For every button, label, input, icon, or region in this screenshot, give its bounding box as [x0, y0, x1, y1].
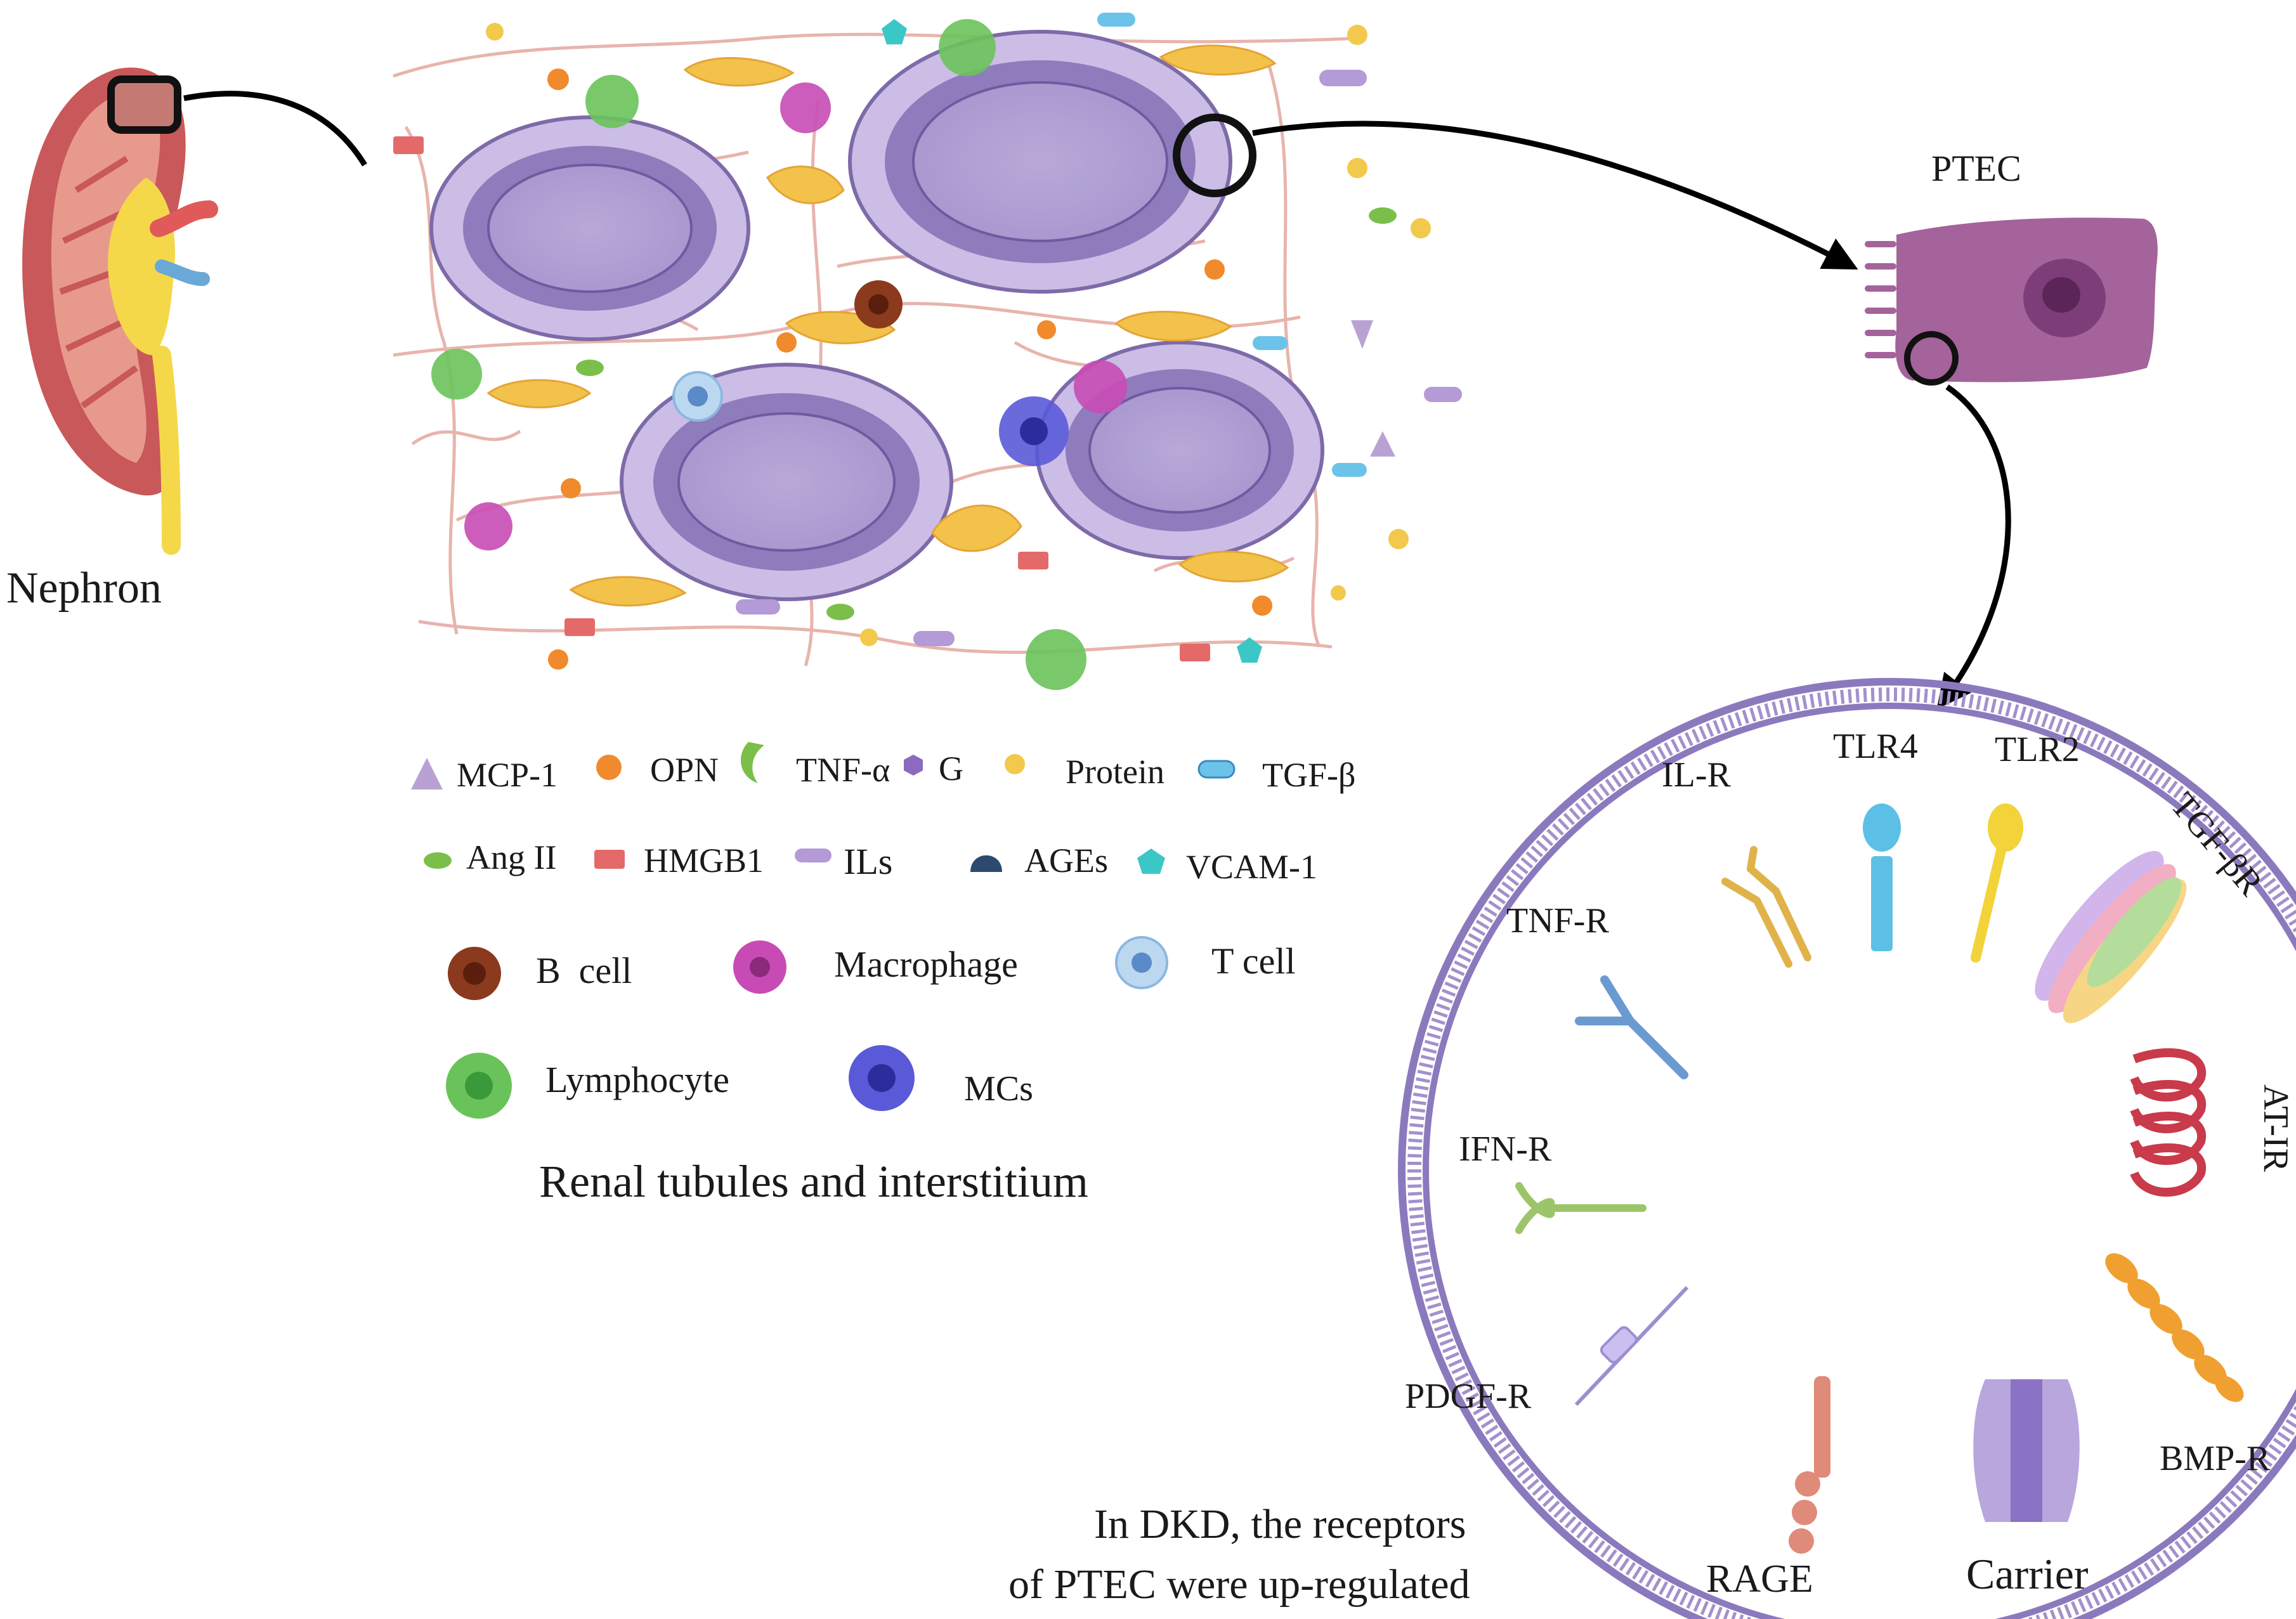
tlr4-label: TLR4	[1833, 727, 1918, 766]
tlr4-receptor	[1863, 803, 1901, 951]
at-1r-receptor	[2130, 1048, 2207, 1197]
t-cell-legend-icon	[1115, 936, 1168, 989]
ptec-cell	[1865, 218, 2158, 386]
tnf-r-receptor	[1575, 975, 1688, 1079]
rage-label: RAGE	[1706, 1557, 1813, 1601]
macrophage-legend-icon	[733, 940, 786, 994]
cell-membrane-ring	[1398, 678, 2296, 1619]
carrier-protein	[1973, 1379, 2080, 1522]
tissue-t-cell	[672, 371, 723, 422]
tubule-3	[620, 363, 953, 601]
tgf-beta-r-receptor	[2035, 850, 2187, 1024]
ptec-to-membrane-arrow	[1936, 384, 2011, 710]
macrophage-legend-label: Macrophage	[834, 944, 1018, 985]
t-cell-legend-label: T cell	[1211, 940, 1296, 982]
tissue-caption: Renal tubules and interstitium	[539, 1156, 1088, 1207]
hmgb1-legend-icon	[594, 850, 625, 869]
tubule-1	[429, 115, 750, 341]
ang-ii-legend-icon	[424, 852, 452, 869]
ages-legend-label: AGEs	[1024, 842, 1108, 880]
protein-legend-icon	[1005, 754, 1025, 774]
mcp-1-legend-icon	[411, 758, 443, 790]
b-cell-legend-icon	[448, 947, 501, 1000]
tlr2-label: TLR2	[1995, 730, 2080, 769]
vcam-1-legend-icon	[1137, 849, 1165, 874]
tissue-region	[393, 13, 1462, 690]
carrier-label: Carrier	[1966, 1550, 2089, 1598]
hmgb1-legend-label: HMGB1	[644, 842, 764, 880]
ptec-zoom-circle	[1173, 114, 1256, 197]
il-r-receptor	[1721, 846, 1811, 968]
legend: MCP-1 OPN TNF-α G Protein TGF-β Ang II H…	[411, 742, 1355, 1119]
g-legend-label: G	[939, 750, 963, 788]
lymphocyte-legend-icon	[446, 1053, 512, 1119]
tlr2-receptor	[1971, 803, 2023, 963]
nephron-to-tissue-arrow	[183, 91, 367, 167]
tgf-beta-legend-icon	[1197, 760, 1236, 779]
ang-ii-legend-label: Ang II	[466, 838, 556, 876]
mcs-legend-label: MCs	[964, 1069, 1033, 1109]
tubule-2	[848, 30, 1232, 294]
ifn-r-receptor	[1515, 1182, 1647, 1234]
ils-legend-icon	[795, 849, 832, 862]
b-cell-legend-label: B cell	[536, 950, 632, 991]
tissue-to-ptec-arrow	[1252, 120, 1858, 270]
tnf-alpha-legend-icon	[741, 742, 764, 783]
tnf-alpha-legend-label: TNF-α	[796, 751, 890, 789]
ils-legend-label: ILs	[844, 841, 892, 882]
il-r-label: IL-R	[1662, 755, 1732, 795]
opn-legend-label: OPN	[650, 751, 719, 789]
g-legend-icon	[904, 755, 923, 776]
bmp-r-receptor	[2105, 1253, 2244, 1402]
kidney-illustration	[22, 67, 218, 555]
rage-receptor	[1789, 1376, 1830, 1554]
membrane-zoom-circle	[1904, 331, 1959, 386]
nephron-label: Nephron	[6, 564, 162, 613]
pdgf-r-label: PDGF-R	[1405, 1377, 1532, 1416]
opn-legend-icon	[596, 755, 622, 780]
nephron-zoom-box	[107, 75, 181, 134]
tgf-beta-legend-label: TGF-β	[1262, 756, 1355, 794]
tissue-b-cell	[854, 280, 903, 328]
ages-legend-icon	[970, 855, 1002, 872]
ptec-label: PTEC	[1931, 148, 2021, 189]
mcs-legend-icon	[849, 1045, 915, 1111]
tnf-r-label: TNF-R	[1506, 901, 1609, 940]
lymphocyte-legend-label: Lymphocyte	[545, 1059, 729, 1100]
mcp-1-legend-label: MCP-1	[457, 756, 558, 794]
bmp-r-label: BMP-R	[2160, 1439, 2271, 1478]
at-1r-label: AT-IR	[2256, 1084, 2295, 1173]
vcam-1-legend-label: VCAM-1	[1186, 848, 1317, 886]
note-line-1: In DKD, the receptors	[1094, 1501, 1466, 1547]
protein-legend-label: Protein	[1066, 753, 1164, 791]
note-line-2: of PTEC were up-regulated	[1008, 1561, 1470, 1608]
ifn-r-label: IFN-R	[1459, 1129, 1552, 1169]
tissue-mast-cell	[999, 396, 1069, 466]
pdgf-r-receptor	[1574, 1285, 1689, 1407]
